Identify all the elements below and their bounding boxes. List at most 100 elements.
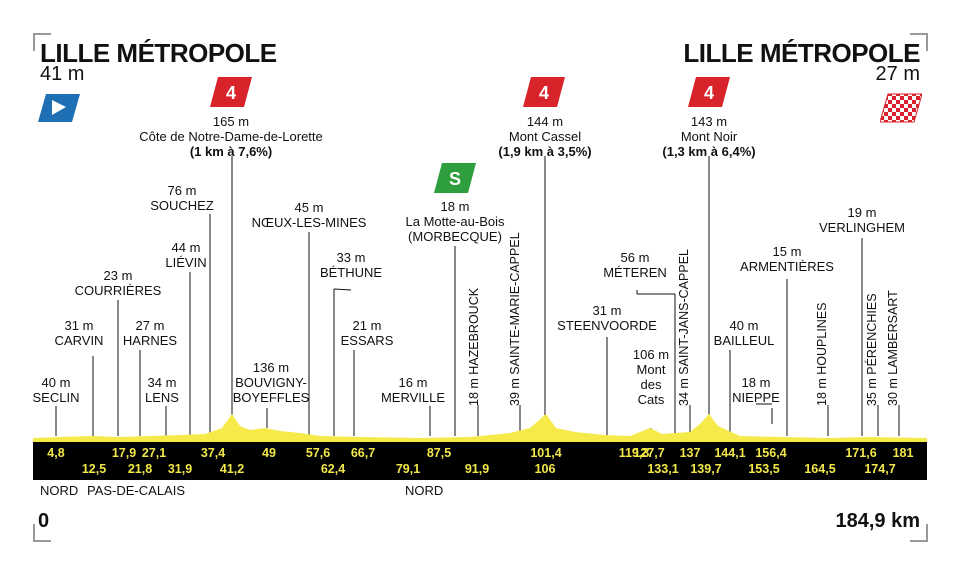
km-marker: 31,9 [167,462,193,476]
climb-altitude: 144 m [526,114,564,129]
km-marker: 62,4 [320,462,346,476]
finish-city: LILLE MÉTROPOLE [683,38,920,68]
place-name: ARMENTIÈRES [740,259,834,274]
place-name-line2: BOYEFFLES [232,390,310,405]
km-marker: 171,6 [845,446,877,460]
km-bar [33,442,927,480]
place-name: BÉTHUNE [319,265,383,280]
km-marker: 91,9 [464,462,490,476]
km-marker: 79,1 [395,462,421,476]
place-altitude: 45 m [294,200,324,215]
place-name: VERLINGHEM [819,220,905,235]
place-altitude: 33 m [336,250,366,265]
vertical-label-sainte-marie-cappel: 39 m SAINTE-MARIE-CAPPEL [508,232,522,406]
place-altitude: 40 m [41,375,71,390]
climb-badge-category: 4 [704,83,714,103]
climb-name: Mont Cassel [508,129,582,144]
frame-corner-tl [33,33,51,51]
finish-flag-icon [880,93,922,123]
place-name: SOUCHEZ [150,198,214,213]
sprint-detail: (MORBECQUE) [408,229,502,244]
km-marker: 4,8 [47,446,65,460]
km-marker: 49 [262,446,276,460]
km-marker: 144,1 [714,446,746,460]
vertical-label-saint-jans-cappel: 34 m SAINT-JANS-CAPPEL [677,249,691,406]
climb-detail: (1 km à 7,6%) [189,144,273,159]
climb-label: 144 m Mont Cassel (1,9 km à 3,5%) [498,114,591,159]
place-name: NIEPPE [732,390,780,405]
sprint-badge-icon: S [434,163,476,193]
sprint-name: La Motte-au-Bois [405,214,505,229]
climb-badge-icon: 4 [688,77,730,107]
place-name-line2: des [640,377,662,392]
km-marker: 57,6 [305,446,331,460]
climb-badge-icon: 4 [523,77,565,107]
start-altitude: 41 m [40,63,85,85]
climb-detail: (1,9 km à 3,5%) [498,144,592,159]
sprint-badge-symbol: S [449,169,461,189]
km-marker: 66,7 [350,446,376,460]
frame-corner-br [910,524,928,542]
region-label-pas-de-calais: PAS-DE-CALAIS [87,483,186,498]
place-altitude: 40 m [729,318,759,333]
km-marker: 137 [679,446,701,460]
place-altitude: 16 m [398,375,428,390]
climb-altitude: 165 m [212,114,250,129]
region-label-nord: NORD [40,483,79,498]
climb-label: 165 m Côte de Notre-Dame-de-Lorette (1 k… [139,114,323,159]
place-name: STEENVOORDE [557,318,657,333]
place-name-line3: Cats [637,392,665,407]
place-altitude: 15 m [772,244,802,259]
km-marker: 174,7 [864,462,896,476]
sprint-label: 18 m La Motte-au-Bois (MORBECQUE) [406,199,505,244]
vertical-label-lambersart: 30 m LAMBERSART [886,290,900,406]
place-name: NŒUX-LES-MINES [251,215,367,230]
km-marker: 156,4 [755,446,787,460]
climb-altitude: 143 m [690,114,728,129]
place-name: LENS [145,390,179,405]
climb-detail: (1,3 km à 6,4%) [662,144,756,159]
km-marker: 21,8 [127,462,153,476]
vertical-label-hazebrouck: 18 m HAZEBROUCK [467,287,481,406]
vertical-label-houplines: 18 m HOUPLINES [815,302,829,406]
km-marker: 37,4 [200,446,226,460]
place-name: CARVIN [54,333,104,348]
place-altitude: 76 m [167,183,197,198]
place-name: HARNES [122,333,178,348]
km-marker: 127,7 [633,446,665,460]
km-marker: 106 [534,462,556,476]
climb-badge-icon: 4 [210,77,252,107]
km-marker: 17,9 [111,446,137,460]
distance-start: 0 [38,510,50,532]
climb-badge-category: 4 [226,83,236,103]
km-marker: 27,1 [141,446,167,460]
frame-corner-tr [910,33,928,51]
place-altitude: 44 m [171,240,201,255]
place-name: MERVILLE [380,390,446,405]
place-name: MÉTEREN [603,265,667,280]
frame-corner-bl [33,524,51,542]
place-altitude: 56 m [620,250,650,265]
place-altitude: 19 m [847,205,877,220]
km-marker: 12,5 [81,462,107,476]
place-altitude: 31 m [592,303,622,318]
start-flag-icon [38,94,80,122]
km-marker: 41,2 [219,462,245,476]
